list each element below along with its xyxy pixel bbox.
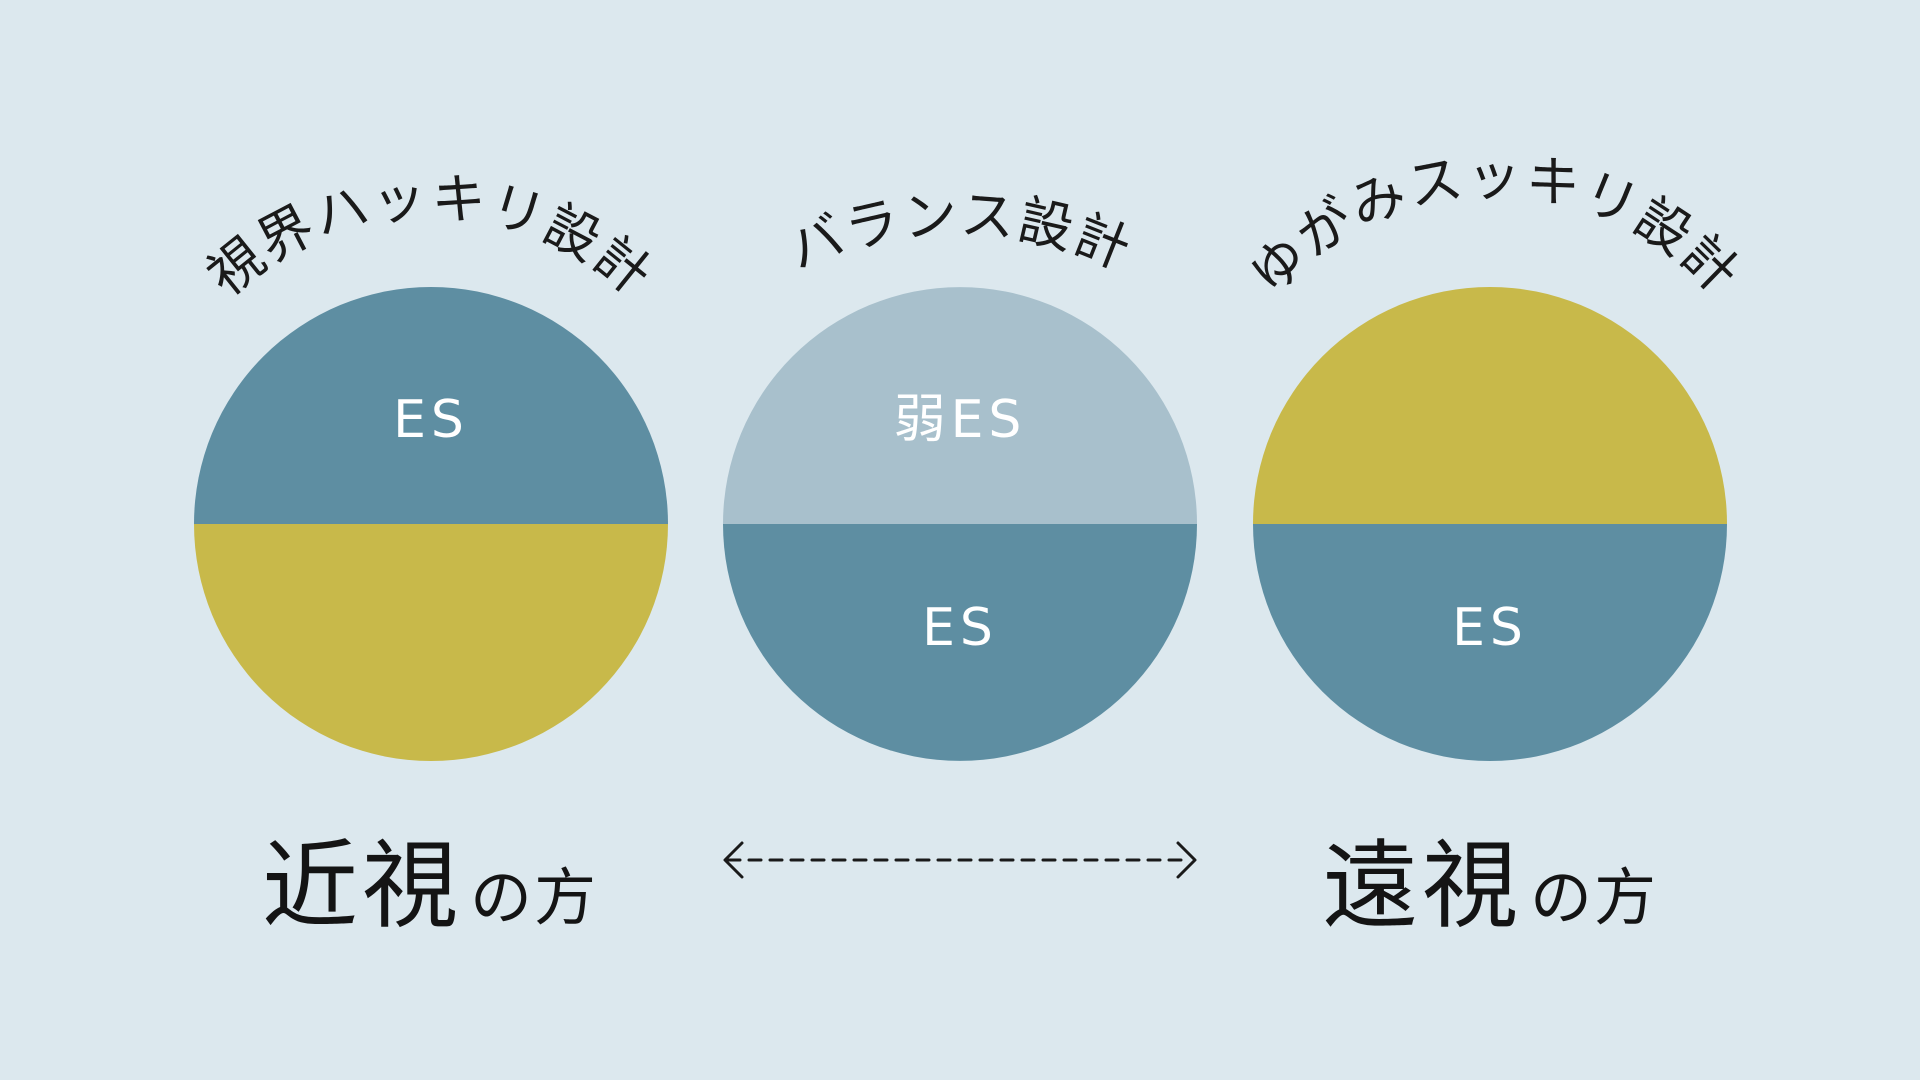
lens-bottom-half <box>723 524 1197 761</box>
double-arrow <box>723 841 1197 879</box>
lens-top-half <box>194 287 668 524</box>
lens-bottom-label: ES <box>1452 598 1528 658</box>
lens-bottom-half <box>194 524 668 761</box>
lens-top-half <box>1253 287 1727 524</box>
lens-title-balance: バランス設計 <box>779 183 1140 282</box>
lens-top-label: ES <box>393 390 469 450</box>
lens-top-half <box>723 287 1197 524</box>
arrow-head-right <box>1176 841 1197 879</box>
hyperopia-label-main: 遠視 <box>1321 830 1522 942</box>
hyperopia-label-suffix: の方 <box>1529 861 1658 934</box>
lens-top-label: 弱ES <box>894 390 1027 450</box>
hyperopia-label: 遠視 の方 <box>1290 808 1690 942</box>
lens-clarity-design: 視界ハッキリ設計 ES <box>194 166 668 761</box>
lens-bottom-label: ES <box>922 598 998 658</box>
lens-distortion-design: ゆがみスッキリ設計 ES <box>1238 145 1753 761</box>
arrow-head-left <box>723 841 744 879</box>
myopia-label: 近視 の方 <box>230 808 630 942</box>
myopia-label-main: 近視 <box>261 830 462 942</box>
lens-title-distortion: ゆがみスッキリ設計 <box>1238 145 1753 306</box>
lens-title-clarity: 視界ハッキリ設計 <box>195 166 664 309</box>
lens-bottom-half <box>1253 524 1727 761</box>
myopia-label-suffix: の方 <box>469 861 598 934</box>
lens-balance-design: バランス設計 弱ES ES <box>723 183 1197 761</box>
